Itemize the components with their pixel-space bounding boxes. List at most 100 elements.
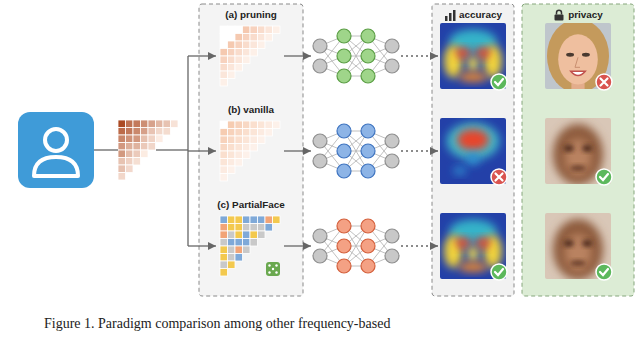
coefficient-cell bbox=[243, 144, 251, 152]
network-neuron bbox=[361, 29, 375, 43]
network-neuron bbox=[385, 39, 399, 53]
icon-bar bbox=[453, 10, 456, 21]
coefficient-cell bbox=[118, 128, 126, 136]
coefficient-cell bbox=[235, 231, 243, 239]
face-eye bbox=[563, 240, 574, 247]
coefficient-cell bbox=[118, 173, 126, 181]
coefficient-cell bbox=[148, 143, 156, 151]
network-neuron bbox=[337, 239, 351, 253]
lock-body bbox=[555, 15, 564, 21]
coefficient-cell bbox=[258, 121, 266, 129]
check-mark bbox=[491, 264, 507, 280]
coefficient-cell bbox=[118, 135, 126, 143]
cross-stroke bbox=[601, 79, 608, 86]
region-label: accuracy bbox=[459, 8, 502, 22]
privacy-region: privacy bbox=[522, 6, 634, 294]
network-neuron bbox=[337, 259, 351, 273]
region-heading: (a) pruning bbox=[199, 6, 303, 22]
coefficient-cell bbox=[273, 121, 281, 129]
network-neuron bbox=[313, 59, 327, 73]
coefficient-cell bbox=[220, 231, 228, 239]
coefficient-cell bbox=[220, 136, 228, 144]
branch-arrow bbox=[188, 245, 216, 246]
heat-blob bbox=[468, 246, 479, 262]
network-arrow bbox=[284, 150, 311, 151]
network-neuron bbox=[385, 249, 399, 263]
coefficient-cell bbox=[228, 144, 236, 152]
coefficient-cell bbox=[228, 246, 236, 254]
attention-heatmap bbox=[440, 213, 506, 279]
coefficient-cell bbox=[133, 150, 141, 158]
region-heading: (b) vanilla bbox=[199, 101, 303, 117]
coefficient-cell bbox=[148, 120, 156, 128]
coefficient-cell bbox=[235, 159, 243, 167]
coefficient-cell bbox=[133, 158, 141, 166]
coefficient-cell bbox=[235, 56, 243, 64]
coefficient-cell bbox=[126, 150, 134, 158]
coefficient-cell bbox=[220, 174, 228, 182]
coefficient-cell bbox=[265, 216, 273, 224]
face-mouth bbox=[570, 166, 586, 171]
network-arrow bbox=[284, 245, 311, 246]
heat-blob bbox=[458, 73, 487, 82]
coefficient-cell bbox=[243, 49, 251, 57]
coefficient-cell bbox=[250, 49, 258, 57]
output-arrow bbox=[401, 150, 438, 151]
accuracy-panel bbox=[432, 4, 514, 296]
coefficient-cell bbox=[235, 246, 243, 254]
coefficient-cell bbox=[228, 239, 236, 247]
method-region: (b) vanilla bbox=[199, 101, 303, 193]
coefficient-cell bbox=[250, 121, 258, 129]
dice-dot bbox=[268, 264, 270, 266]
network-neuron bbox=[385, 59, 399, 73]
coefficient-cell bbox=[171, 120, 179, 128]
dice-dot bbox=[272, 268, 274, 270]
coefficient-cell bbox=[163, 128, 171, 136]
network-neuron bbox=[361, 239, 375, 253]
coefficient-cell bbox=[220, 246, 228, 254]
face-eye bbox=[566, 53, 574, 57]
check-stroke bbox=[600, 174, 608, 180]
face-mouth bbox=[571, 71, 586, 75]
face-highlight bbox=[565, 139, 591, 176]
coefficient-cell bbox=[250, 129, 258, 137]
network-neuron bbox=[337, 29, 351, 43]
network-neuron bbox=[313, 249, 327, 263]
coefficient-cell bbox=[133, 143, 141, 151]
network-neuron bbox=[361, 219, 375, 233]
region-label: privacy bbox=[568, 8, 603, 22]
person-icon bbox=[18, 112, 94, 188]
heatmap-ground bbox=[440, 118, 506, 184]
dice-body bbox=[266, 262, 280, 276]
coefficient-cell bbox=[220, 269, 228, 277]
network-arrow bbox=[284, 55, 311, 56]
reconstructed-face bbox=[545, 19, 611, 93]
region-heading: (c) PartialFace bbox=[199, 196, 303, 212]
coefficient-cell bbox=[243, 246, 251, 254]
coefficient-cell bbox=[235, 136, 243, 144]
face-body bbox=[545, 23, 611, 89]
icon-bar bbox=[449, 13, 452, 21]
region-heading: accuracy bbox=[432, 6, 514, 22]
icon-head bbox=[45, 129, 67, 151]
coefficient-cell bbox=[243, 216, 251, 224]
heatmap-body bbox=[440, 213, 506, 279]
check-mark bbox=[491, 74, 507, 90]
network-neuron bbox=[337, 219, 351, 233]
network-neuron bbox=[361, 49, 375, 63]
coefficient-cell bbox=[148, 128, 156, 136]
coefficient-cell bbox=[235, 216, 243, 224]
coefficient-cell bbox=[273, 26, 281, 34]
coefficient-cell bbox=[243, 136, 251, 144]
coefficient-cell bbox=[250, 136, 258, 144]
coefficient-cell bbox=[235, 254, 243, 262]
coefficient-cell bbox=[228, 26, 236, 34]
icon-shoulders bbox=[34, 157, 78, 176]
coefficient-cell bbox=[228, 64, 236, 72]
coefficient-cell bbox=[163, 120, 171, 128]
icon-background bbox=[18, 112, 94, 188]
heat-blob bbox=[476, 47, 491, 58]
coefficient-cell bbox=[228, 49, 236, 57]
network-neuron bbox=[313, 134, 327, 148]
